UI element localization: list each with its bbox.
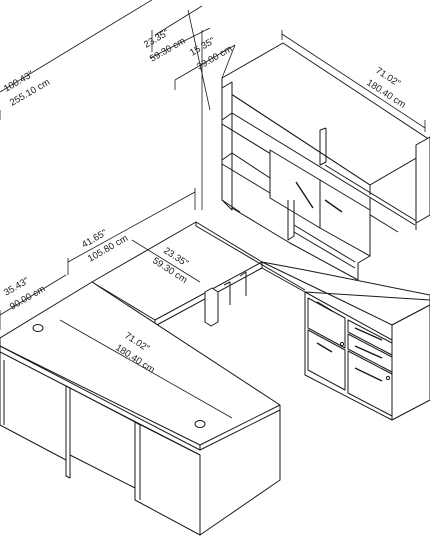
- bridge-modesty-panel: [195, 222, 306, 291]
- grommet-left: [32, 324, 44, 332]
- hutch: [221, 42, 430, 281]
- hutch-top: [221, 42, 430, 186]
- bridge-leg-front: [204, 287, 219, 327]
- main-desk: [0, 281, 281, 536]
- hutch-shelf-upper: [221, 112, 416, 226]
- drawer-handle-1: [316, 301, 333, 312]
- return-top: [261, 261, 430, 326]
- drawer-file-left: [307, 329, 346, 391]
- drawer-pencil-right: [347, 319, 393, 356]
- grommet-right: [194, 420, 206, 428]
- return-pedestal: [261, 261, 430, 421]
- pedestal-side: [391, 304, 430, 421]
- drawer-handle-2: [316, 342, 333, 353]
- hutch-left-side: [221, 81, 233, 211]
- hutch-door-right: [319, 179, 371, 257]
- hutch-divider: [319, 128, 327, 166]
- drawer-box-left: [307, 297, 346, 349]
- hutch-right-side: [415, 136, 430, 224]
- hutch-door-handle-right: [324, 199, 343, 213]
- drawer-handle-5: [354, 367, 383, 382]
- hutch-front-frame: [221, 88, 241, 213]
- drawer-handle-3: [354, 327, 383, 341]
- drawer-handle-4: [354, 345, 383, 359]
- hutch-shelf-middle: [221, 152, 271, 179]
- desk-top: [0, 281, 281, 446]
- hutch-door-handle-left: [295, 181, 314, 209]
- dimension-lines: [0, 0, 426, 419]
- drawer-file-right: [347, 350, 393, 417]
